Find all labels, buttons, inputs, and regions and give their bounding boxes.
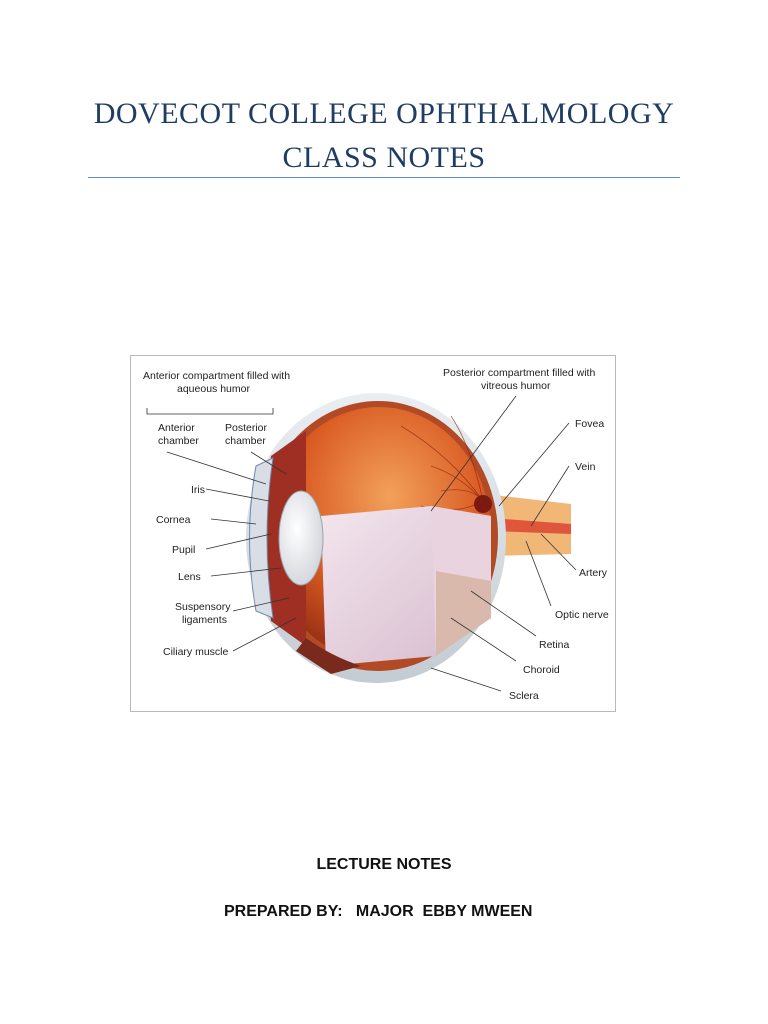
- lecture-notes-heading: LECTURE NOTES: [316, 856, 452, 873]
- label-pupil: Pupil: [172, 544, 195, 556]
- label-anterior-compartment-1: Anterior compartment filled with: [143, 370, 290, 382]
- label-anterior-chamber-2: chamber: [158, 435, 199, 447]
- document-title: DOVECOT COLLEGE OPHTHALMOLOGY CLASS NOTE…: [0, 92, 768, 180]
- label-optic-nerve: Optic nerve: [555, 609, 609, 621]
- label-iris: Iris: [191, 484, 205, 496]
- prepared-by-label: PREPARED BY:: [224, 903, 343, 920]
- label-choroid: Choroid: [523, 664, 560, 676]
- label-sclera: Sclera: [509, 690, 539, 702]
- title-line-2: CLASS NOTES: [282, 141, 486, 174]
- label-lens: Lens: [178, 571, 201, 583]
- label-vein: Vein: [575, 461, 596, 473]
- label-suspensory-2: ligaments: [182, 614, 227, 626]
- leader-lines: [146, 395, 577, 692]
- label-ciliary-muscle: Ciliary muscle: [163, 646, 229, 658]
- author-name: MAJOR EBBY MWEEN: [355, 903, 533, 920]
- label-posterior-chamber-1: Posterior: [225, 422, 268, 434]
- label-posterior-compartment-2: vitreous humor: [481, 380, 551, 392]
- label-artery: Artery: [579, 567, 608, 579]
- prepared-by-line: PREPARED BY: MAJOR EBBY MWEEN: [224, 903, 532, 921]
- title-divider: [88, 177, 680, 178]
- title-line-1: DOVECOT COLLEGE OPHTHALMOLOGY: [93, 97, 675, 130]
- label-retina: Retina: [539, 639, 570, 651]
- label-fovea: Fovea: [575, 418, 604, 430]
- cornea-shape: [249, 457, 274, 619]
- label-suspensory-1: Suspensory: [175, 601, 231, 613]
- eye-anatomy-figure: Anterior compartment filled with aqueous…: [130, 355, 616, 712]
- label-anterior-compartment-2: aqueous humor: [177, 383, 250, 395]
- eye-anatomy-diagram: Anterior compartment filled with aqueous…: [143, 367, 609, 702]
- lens-shape: [278, 490, 324, 586]
- label-posterior-chamber-2: chamber: [225, 435, 266, 447]
- fovea-spot: [474, 495, 492, 513]
- label-cornea: Cornea: [156, 514, 191, 526]
- label-anterior-chamber-1: Anterior: [158, 422, 195, 434]
- label-posterior-compartment-1: Posterior compartment filled with: [443, 367, 595, 379]
